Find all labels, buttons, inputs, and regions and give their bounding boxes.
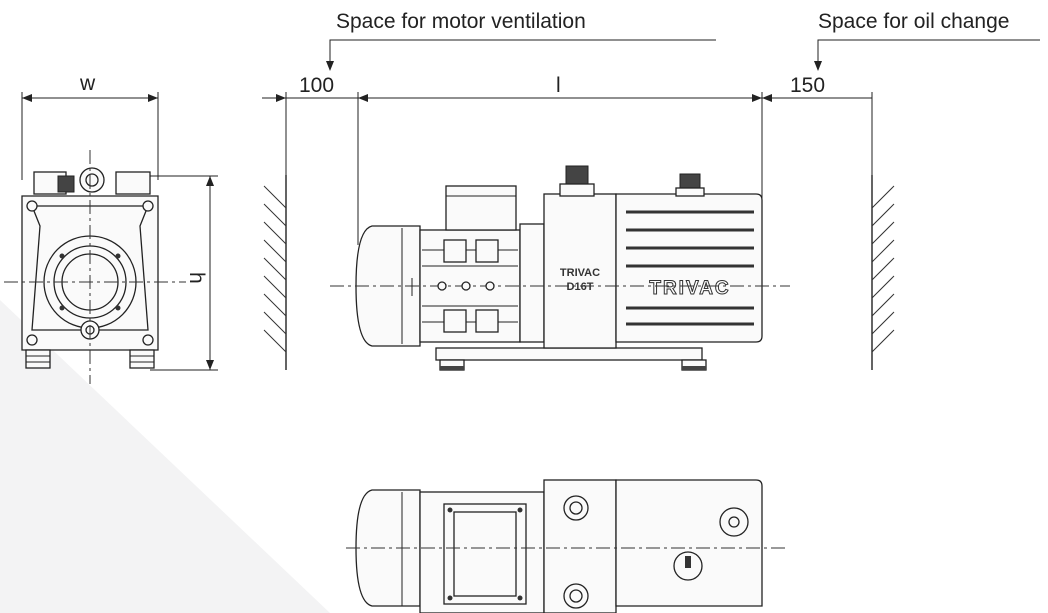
end-foot-right [129,349,155,369]
pump-end-view [4,150,186,384]
side-intake-port [565,165,589,185]
side-coupling-housing [519,223,545,343]
height-dimension: h [150,175,218,371]
top-pump-housing [615,479,763,607]
length-label: l [556,74,561,97]
side-brand-label: TRIVAC [649,278,730,299]
oil-clearance-value: 150 [790,74,825,97]
height-label: h [185,272,208,284]
end-foot-left [25,349,51,369]
motor-ventilation-annotation: Space for motor ventilation [326,10,716,71]
top-motor-fan-cover [355,489,421,607]
side-terminal-box [445,185,517,231]
pump-side-view: TRIVAC D16T TRIVAC [330,165,790,371]
left-wall [263,175,287,370]
width-label: w [79,72,96,95]
width-dimension: w [21,72,159,180]
side-shaft-markers [411,278,495,296]
end-fitting-right [115,171,151,195]
right-wall [871,175,895,370]
oil-change-annotation: Space for oil change [814,10,1040,71]
background-sheen [0,300,330,613]
length-dimension: 100 l 150 [262,74,873,245]
oil-change-label: Space for oil change [818,10,1009,33]
side-model-label-2: D16T [567,281,594,293]
motor-clearance-value: 100 [299,74,334,97]
side-pump-housing [615,193,763,343]
side-model-label-1: TRIVAC [560,267,600,279]
end-valve [57,175,75,193]
pump-top-view [346,479,786,613]
side-base-plate [435,347,703,361]
motor-ventilation-label: Space for motor ventilation [336,10,586,33]
